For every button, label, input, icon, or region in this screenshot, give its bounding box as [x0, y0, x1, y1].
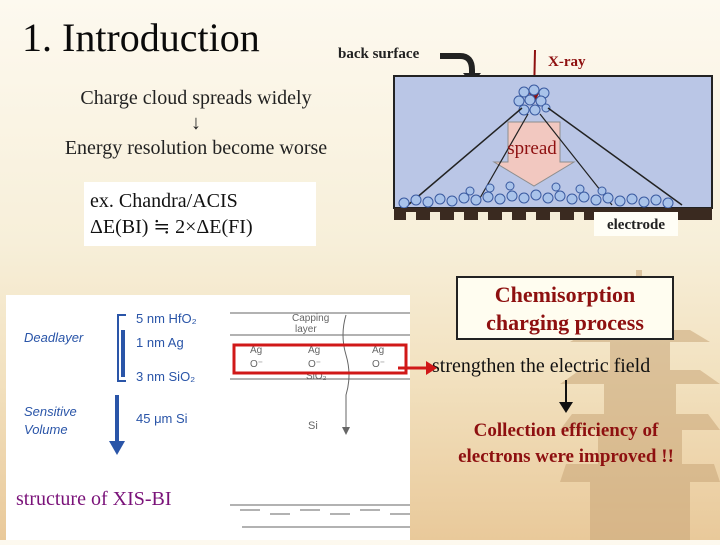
collection-line-2: electrons were improved !!: [458, 446, 674, 467]
ag-label-3: Ag: [372, 345, 384, 356]
down-arrow-icon: ↓: [191, 112, 201, 134]
highlight-box: [232, 343, 408, 375]
example-line-1: ex. Chandra/ACIS: [90, 190, 238, 212]
collection-efficiency-text: Collection efficiency of electrons were …: [420, 418, 712, 470]
layer-ag: 1 nm Ag: [136, 335, 184, 350]
down-arrow-icon: [559, 380, 573, 413]
charge-line-2: Energy resolution become worse: [64, 137, 328, 159]
page-title: 1. Introduction: [22, 15, 260, 60]
example-line-2: ΔE(BI) ≒ 2×ΔE(FI): [90, 216, 253, 238]
curved-arrow-icon: [440, 53, 475, 74]
o-label-3: O⁻: [372, 359, 385, 370]
structure-caption: structure of XIS-BI: [16, 488, 172, 510]
xis-bi-structure-figure: Deadlayer Sensitive Volume 5 nm HfO₂ 1 n…: [6, 295, 410, 540]
electrode-label: electrode: [607, 217, 665, 233]
o-label-1: O⁻: [250, 359, 263, 370]
charge-cloud-bottom: [398, 181, 674, 209]
layer-hfo2: 5 nm HfO₂: [136, 311, 197, 326]
chemisorption-line-2: charging process: [486, 310, 644, 335]
sensitive-label: Sensitive: [24, 404, 77, 419]
chemisorption-box: Chemisorption charging process: [456, 276, 674, 340]
svg-text:Sensitive Volume: Sensitive Volume: [24, 404, 80, 437]
sio2-label: SiO₂: [306, 371, 327, 382]
charge-cloud-explanation: Charge cloud spreads widely ↓ Energy res…: [0, 86, 392, 161]
spread-label: spread: [507, 138, 557, 159]
strengthen-text: strengthen the electric field: [432, 355, 651, 377]
pagoda-silhouette: [560, 270, 720, 540]
volume-label: Volume: [24, 422, 68, 437]
charge-line-1: Charge cloud spreads widely: [80, 87, 312, 109]
ag-label-1: Ag: [250, 345, 262, 356]
charge-cloud-top: [513, 84, 551, 116]
layer-si: 45 μm Si: [136, 411, 188, 426]
back-surface-label: back surface: [338, 46, 420, 62]
ag-label-2: Ag: [308, 345, 320, 356]
xray-label: X-ray: [548, 54, 586, 70]
example-box: ex. Chandra/ACIS ΔE(BI) ≒ 2×ΔE(FI): [84, 182, 316, 246]
collection-line-1: Collection efficiency of: [473, 420, 659, 441]
structure-diagram: Deadlayer Sensitive Volume 5 nm HfO₂ 1 n…: [24, 311, 410, 528]
svg-text:layer: layer: [295, 324, 317, 335]
chemisorption-line-1: Chemisorption: [494, 282, 636, 307]
o-label-2: O⁻: [308, 359, 321, 370]
connector-arrow: [398, 361, 437, 375]
deadlayer-label: Deadlayer: [24, 330, 84, 345]
layer-sio2: 3 nm SiO₂: [136, 369, 195, 384]
si-label: Si: [308, 420, 318, 432]
svg-text:Capping: Capping: [292, 313, 329, 324]
charge-cloud-diagram: electrode spread: [393, 49, 713, 236]
